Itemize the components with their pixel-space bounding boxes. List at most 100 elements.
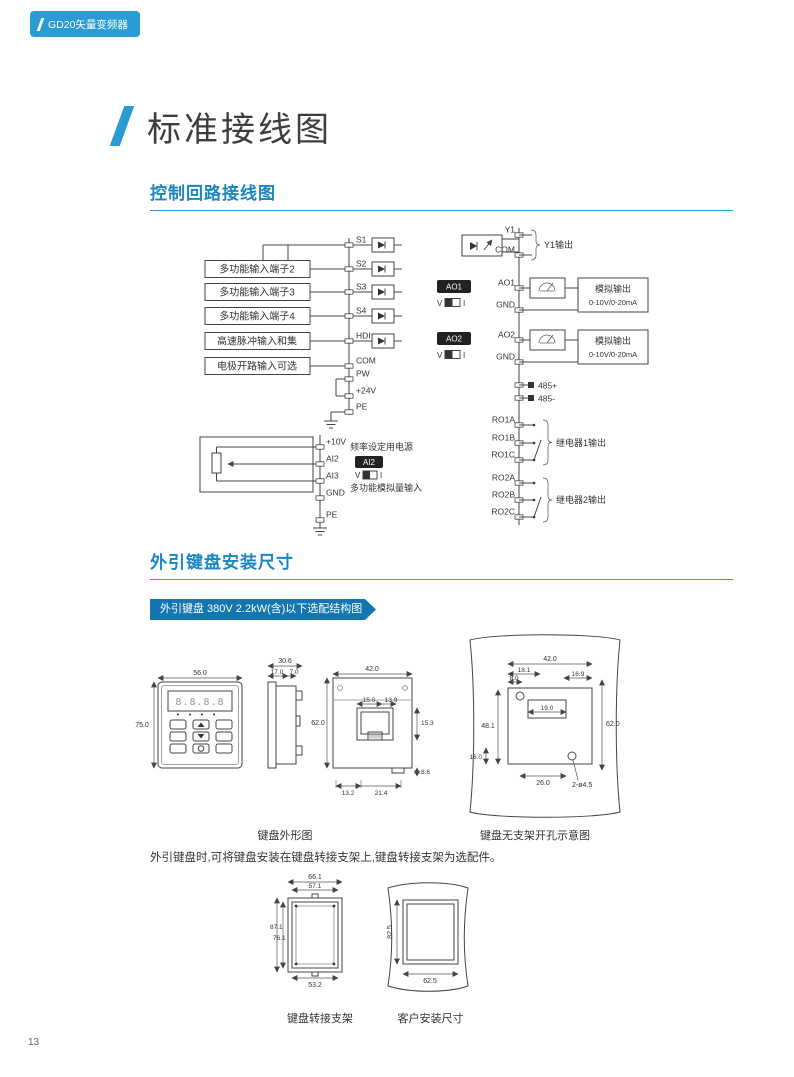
terminal-label-s1: S1 (356, 235, 367, 245)
analog-output-1: AO1 GND AO1 V I 模拟输出 0-10V/0-20mA (437, 277, 649, 313)
dim-bracket-h2: 76.1 (273, 935, 286, 942)
option-i-label: I (463, 351, 465, 360)
input-label: 多功能输入端子4 (219, 310, 295, 323)
terminal-label-pw: PW (356, 369, 370, 379)
dim-hole-note: 2-ø4.5 (572, 782, 592, 789)
option-v-label: V (437, 351, 443, 360)
analog-range-label: 0-10V/0-20mA (589, 298, 637, 307)
input-label: 多功能输入端子2 (219, 263, 295, 276)
dim-bracket-w2: 57.1 (309, 883, 322, 890)
down-arrow-icon (197, 734, 205, 739)
terminal-label-gnd1: GND (496, 300, 515, 310)
terminal-label-pe: PE (356, 402, 368, 412)
terminal-label-s2: S2 (356, 259, 367, 269)
dim-rear-d: 8.6 (421, 769, 430, 776)
potentiometer (199, 436, 316, 493)
opto-hdi (353, 333, 402, 349)
analog-out-label: 模拟输出 (595, 283, 631, 294)
option-v-label: V (355, 471, 361, 480)
title-slash-icon (109, 106, 135, 146)
switch-label: AO2 (446, 335, 463, 344)
terminal-label-s4: S4 (356, 306, 367, 316)
pe-ground-symbol-lower (313, 527, 327, 536)
relay-output-1: RO1A RO1B RO1C 继电器1输出 (491, 415, 606, 466)
ai2-vi-switch: AI2 V I (355, 456, 383, 480)
ao2-vi-switch: AO2 V I (437, 332, 471, 360)
pe-ground-symbol (324, 411, 345, 429)
control-circuit-wiring-diagram: S1 S2 S3 S4 HDI COM PW +24V PE (199, 225, 649, 536)
analog-power-note: 频率设定用电源 (350, 441, 413, 452)
slash-icon (36, 17, 45, 31)
terminal-label-ro1a: RO1A (492, 415, 515, 425)
terminal-label-ro2c: RO2C (491, 507, 515, 517)
input-function-labels: 多功能输入端子2 多功能输入端子3 多功能输入端子4 高速脉冲输入和集 电极开路 (204, 244, 345, 375)
terminal-label-ro1c: RO1C (491, 450, 515, 460)
terminal-label-com: COM (356, 356, 376, 366)
analog-input-section: +10V AI2 AI3 GND PE 频率设定用电源 AI2 V (199, 435, 422, 536)
page-title: 标准接线图 (147, 111, 332, 149)
opto-s1 (353, 237, 402, 253)
terminal-label-pe2: PE (326, 510, 338, 520)
keypad-dimension-drawings: 56.0 75.0 8.8.8.8 (135, 634, 621, 818)
opto-s2 (353, 261, 402, 277)
dim-side-a: 17.0 (271, 669, 284, 676)
terminal-label-ro2a: RO2A (492, 473, 515, 483)
dim-rear-e: 13.2 (342, 790, 355, 797)
terminal-label-com2: COM (495, 245, 515, 255)
dim-hole-a: 18.1 (518, 667, 531, 674)
keypad-side-view: 30.6 17.0 7.0 (267, 658, 303, 769)
bracket-drawings: 66.1 57.1 87.1 76.1 53.2 82.5 (270, 874, 469, 992)
terminal-label-ro2b: RO2B (492, 490, 515, 500)
dim-bracket-w1: 66.1 (308, 874, 322, 881)
opto-s3 (353, 284, 402, 300)
terminal-label-24v: +24V (356, 386, 376, 396)
keypad-buttons (169, 719, 233, 754)
switch-label: AI2 (363, 458, 376, 467)
input-label: 多功能输入端子3 (219, 286, 295, 299)
analog-range-label: 0-10V/0-20mA (589, 350, 637, 359)
caption-customer: 客户安装尺寸 (397, 1013, 464, 1025)
terminal-label-hdi: HDI (356, 331, 371, 341)
dim-hole-d: 19.0 (541, 705, 554, 712)
customer-install-view: 82.5 62.5 (387, 882, 469, 992)
caption-keypad-holes: 键盘无支架开孔示意图 (480, 830, 590, 842)
dim-rear-c: 15.3 (421, 720, 434, 727)
terminal-label-10v: +10V (326, 437, 346, 447)
opto-s4 (353, 308, 402, 324)
dim-front-width: 56.0 (193, 670, 207, 677)
analog-out-label: 模拟输出 (595, 335, 631, 346)
terminal-label-gnd: GND (326, 488, 345, 498)
dim-hole-f: 16.0 (469, 754, 482, 761)
section-heading-control-circuit: 控制回路接线图 (150, 184, 276, 203)
dim-hole-h: 62.0 (606, 721, 620, 728)
ao1-vi-switch: AO1 V I (437, 280, 471, 308)
input-label-box: 多功能输入端子3 (204, 283, 345, 301)
terminal-label-ai2: AI2 (326, 454, 339, 464)
analog-multi-note: 多功能模拟量输入 (350, 482, 422, 493)
header-badge: GD20矢量变频器 (30, 11, 140, 37)
terminal-label-gnd2: GND (496, 352, 515, 362)
dim-side-total: 30.6 (278, 658, 292, 665)
dim-hole-g: 26.0 (536, 780, 550, 787)
page-number: 13 (28, 1037, 40, 1048)
terminal-label-y1: Y1 (505, 225, 516, 235)
dim-rear-b: 13.9 (385, 697, 398, 704)
keypad-note: 外引键盘时,可将键盘安装在键盘转接支架上,键盘转接支架为选配件。 (150, 852, 502, 864)
keypad-banner-label: 外引键盘 380V 2.2kW(含)以下选配结构图 (160, 603, 363, 615)
y1-output: Y1 COM Y1输出 (461, 225, 573, 261)
keypad-display: 8.8.8.8 (175, 697, 224, 708)
relay2-output-label: 继电器2输出 (556, 494, 606, 505)
section-divider (150, 579, 733, 580)
caption-keypad-outline: 键盘外形图 (257, 830, 313, 842)
dim-hole-c: 16.9 (572, 671, 585, 678)
right-terminal-rail (514, 228, 524, 525)
terminal-label-ao1: AO1 (498, 278, 515, 288)
keypad-banner: 外引键盘 380V 2.2kW(含)以下选配结构图 (150, 599, 376, 620)
input-label: 电极开路输入可选 (217, 360, 297, 373)
pw-24v-jumper (335, 378, 345, 397)
keypad-rear-view: 42.0 62.0 15.0 13.9 15.3 8.6 (311, 666, 434, 797)
bracket-view: 66.1 57.1 87.1 76.1 53.2 (270, 874, 343, 989)
y1-output-label: Y1输出 (544, 239, 573, 250)
meter-symbol (529, 329, 566, 351)
